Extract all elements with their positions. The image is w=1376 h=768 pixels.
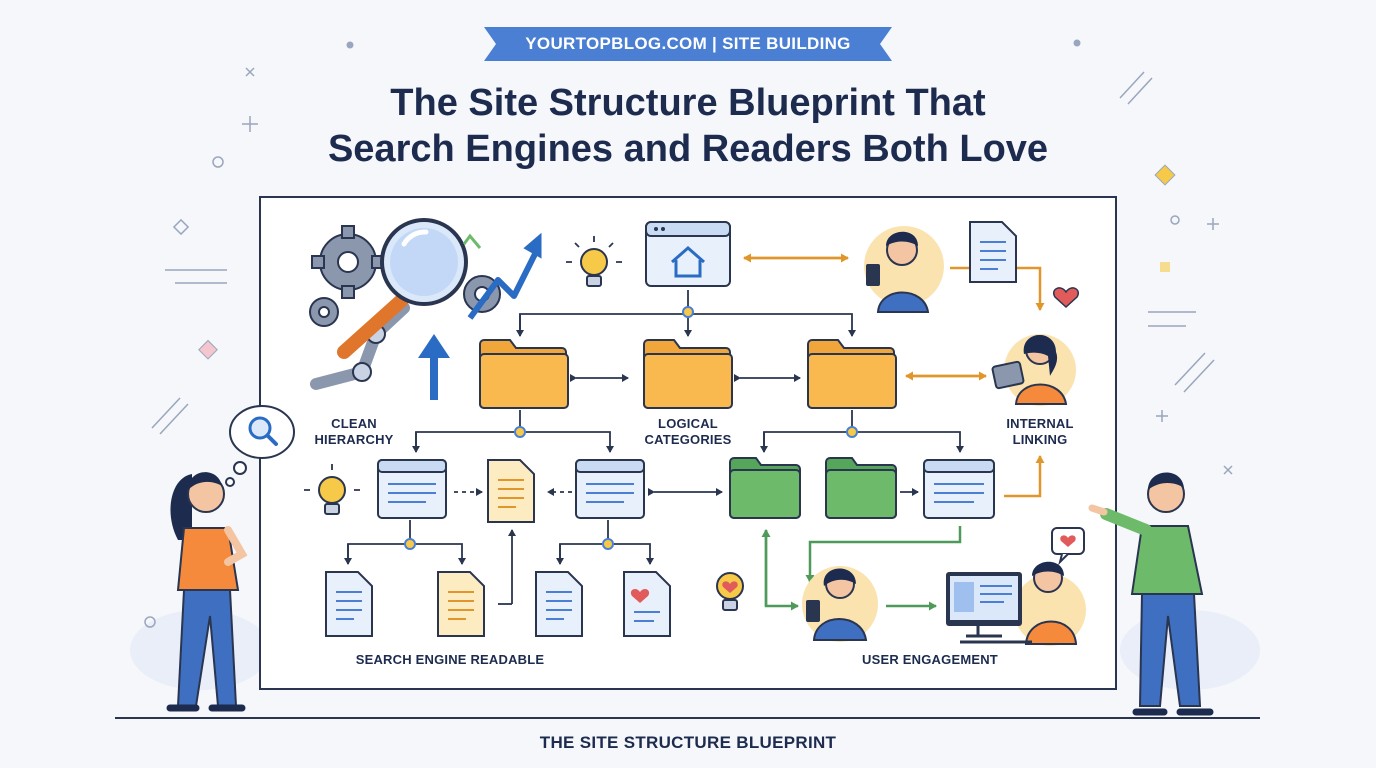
page-window-icon — [377, 459, 447, 519]
search-thought-bubble — [225, 405, 295, 487]
label-line: LOGICAL — [658, 416, 718, 431]
label-line: CLEAN — [331, 416, 377, 431]
subpage-window-icons — [377, 459, 995, 519]
folder-icon — [643, 339, 733, 409]
document-icon — [437, 571, 485, 637]
man-with-phone-person — [864, 226, 944, 313]
label-line: CATEGORIES — [644, 432, 732, 447]
up-arrow-icon — [418, 334, 450, 400]
page-window-icon — [575, 459, 645, 519]
page-title: The Site Structure Blueprint That Search… — [188, 80, 1188, 172]
woman-thinking-person — [166, 472, 248, 712]
banner-ribbon: YOURTOPBLOG.COM | SITE BUILDING — [484, 27, 892, 61]
label-clean-hierarchy: CLEAN HIERARCHY — [300, 416, 408, 448]
banner-text: YOURTOPBLOG.COM | SITE BUILDING — [525, 34, 851, 53]
page-title-line-2: Search Engines and Readers Both Love — [327, 128, 1049, 170]
page-title-line-1: The Site Structure Blueprint That — [390, 82, 986, 124]
document-heart-icon — [623, 571, 671, 637]
man-pointing-person — [1088, 472, 1214, 716]
document-icon — [969, 221, 1017, 283]
magnifying-glass-icon — [337, 218, 468, 359]
connector-nodes — [404, 306, 858, 550]
folder-icon — [479, 339, 569, 409]
home-page-window-icon — [645, 221, 731, 287]
label-line: LINKING — [1012, 432, 1068, 447]
gear-icon — [311, 225, 385, 299]
page-window-icon — [923, 459, 995, 519]
woman-with-phone-person — [802, 566, 878, 642]
banner-ribbon-shape — [484, 27, 892, 61]
monitor-icon — [946, 572, 1032, 644]
label-internal-linking: INTERNAL LINKING — [990, 416, 1090, 448]
lightbulb-icon — [566, 236, 622, 287]
label-user-engagement: USER ENGAGEMENT — [862, 652, 998, 667]
trend-up-arrow-icon — [467, 232, 542, 320]
check-icon — [462, 233, 482, 249]
folder-icon — [729, 457, 801, 519]
label-search-engine-readable: SEARCH ENGINE READABLE — [355, 652, 545, 667]
document-icon — [535, 571, 583, 637]
heart-bulb-icon — [716, 572, 744, 611]
label-logical-categories: LOGICAL CATEGORIES — [626, 416, 750, 448]
label-line: INTERNAL — [1006, 416, 1074, 431]
lightbulb-icon — [304, 464, 360, 515]
chat-heart-icon — [1051, 527, 1085, 566]
woman-with-tablet-person — [991, 334, 1076, 406]
heart-icon — [1053, 287, 1079, 309]
folder-icon — [807, 339, 897, 409]
search-icon — [248, 416, 278, 446]
gear-icon — [309, 297, 339, 327]
man-at-computer-person — [946, 561, 1086, 646]
green-arrows — [761, 526, 962, 611]
label-line: HIERARCHY — [314, 432, 394, 447]
category-folder-icons — [479, 339, 897, 409]
document-icon — [325, 571, 373, 637]
seo-gears-magnifier-illustration — [309, 218, 542, 400]
document-icons — [325, 221, 1017, 637]
document-icon — [487, 459, 535, 523]
footer-caption: THE SITE STRUCTURE BLUEPRINT — [539, 733, 837, 752]
folder-icon — [825, 457, 897, 519]
green-folder-icons — [729, 457, 897, 519]
